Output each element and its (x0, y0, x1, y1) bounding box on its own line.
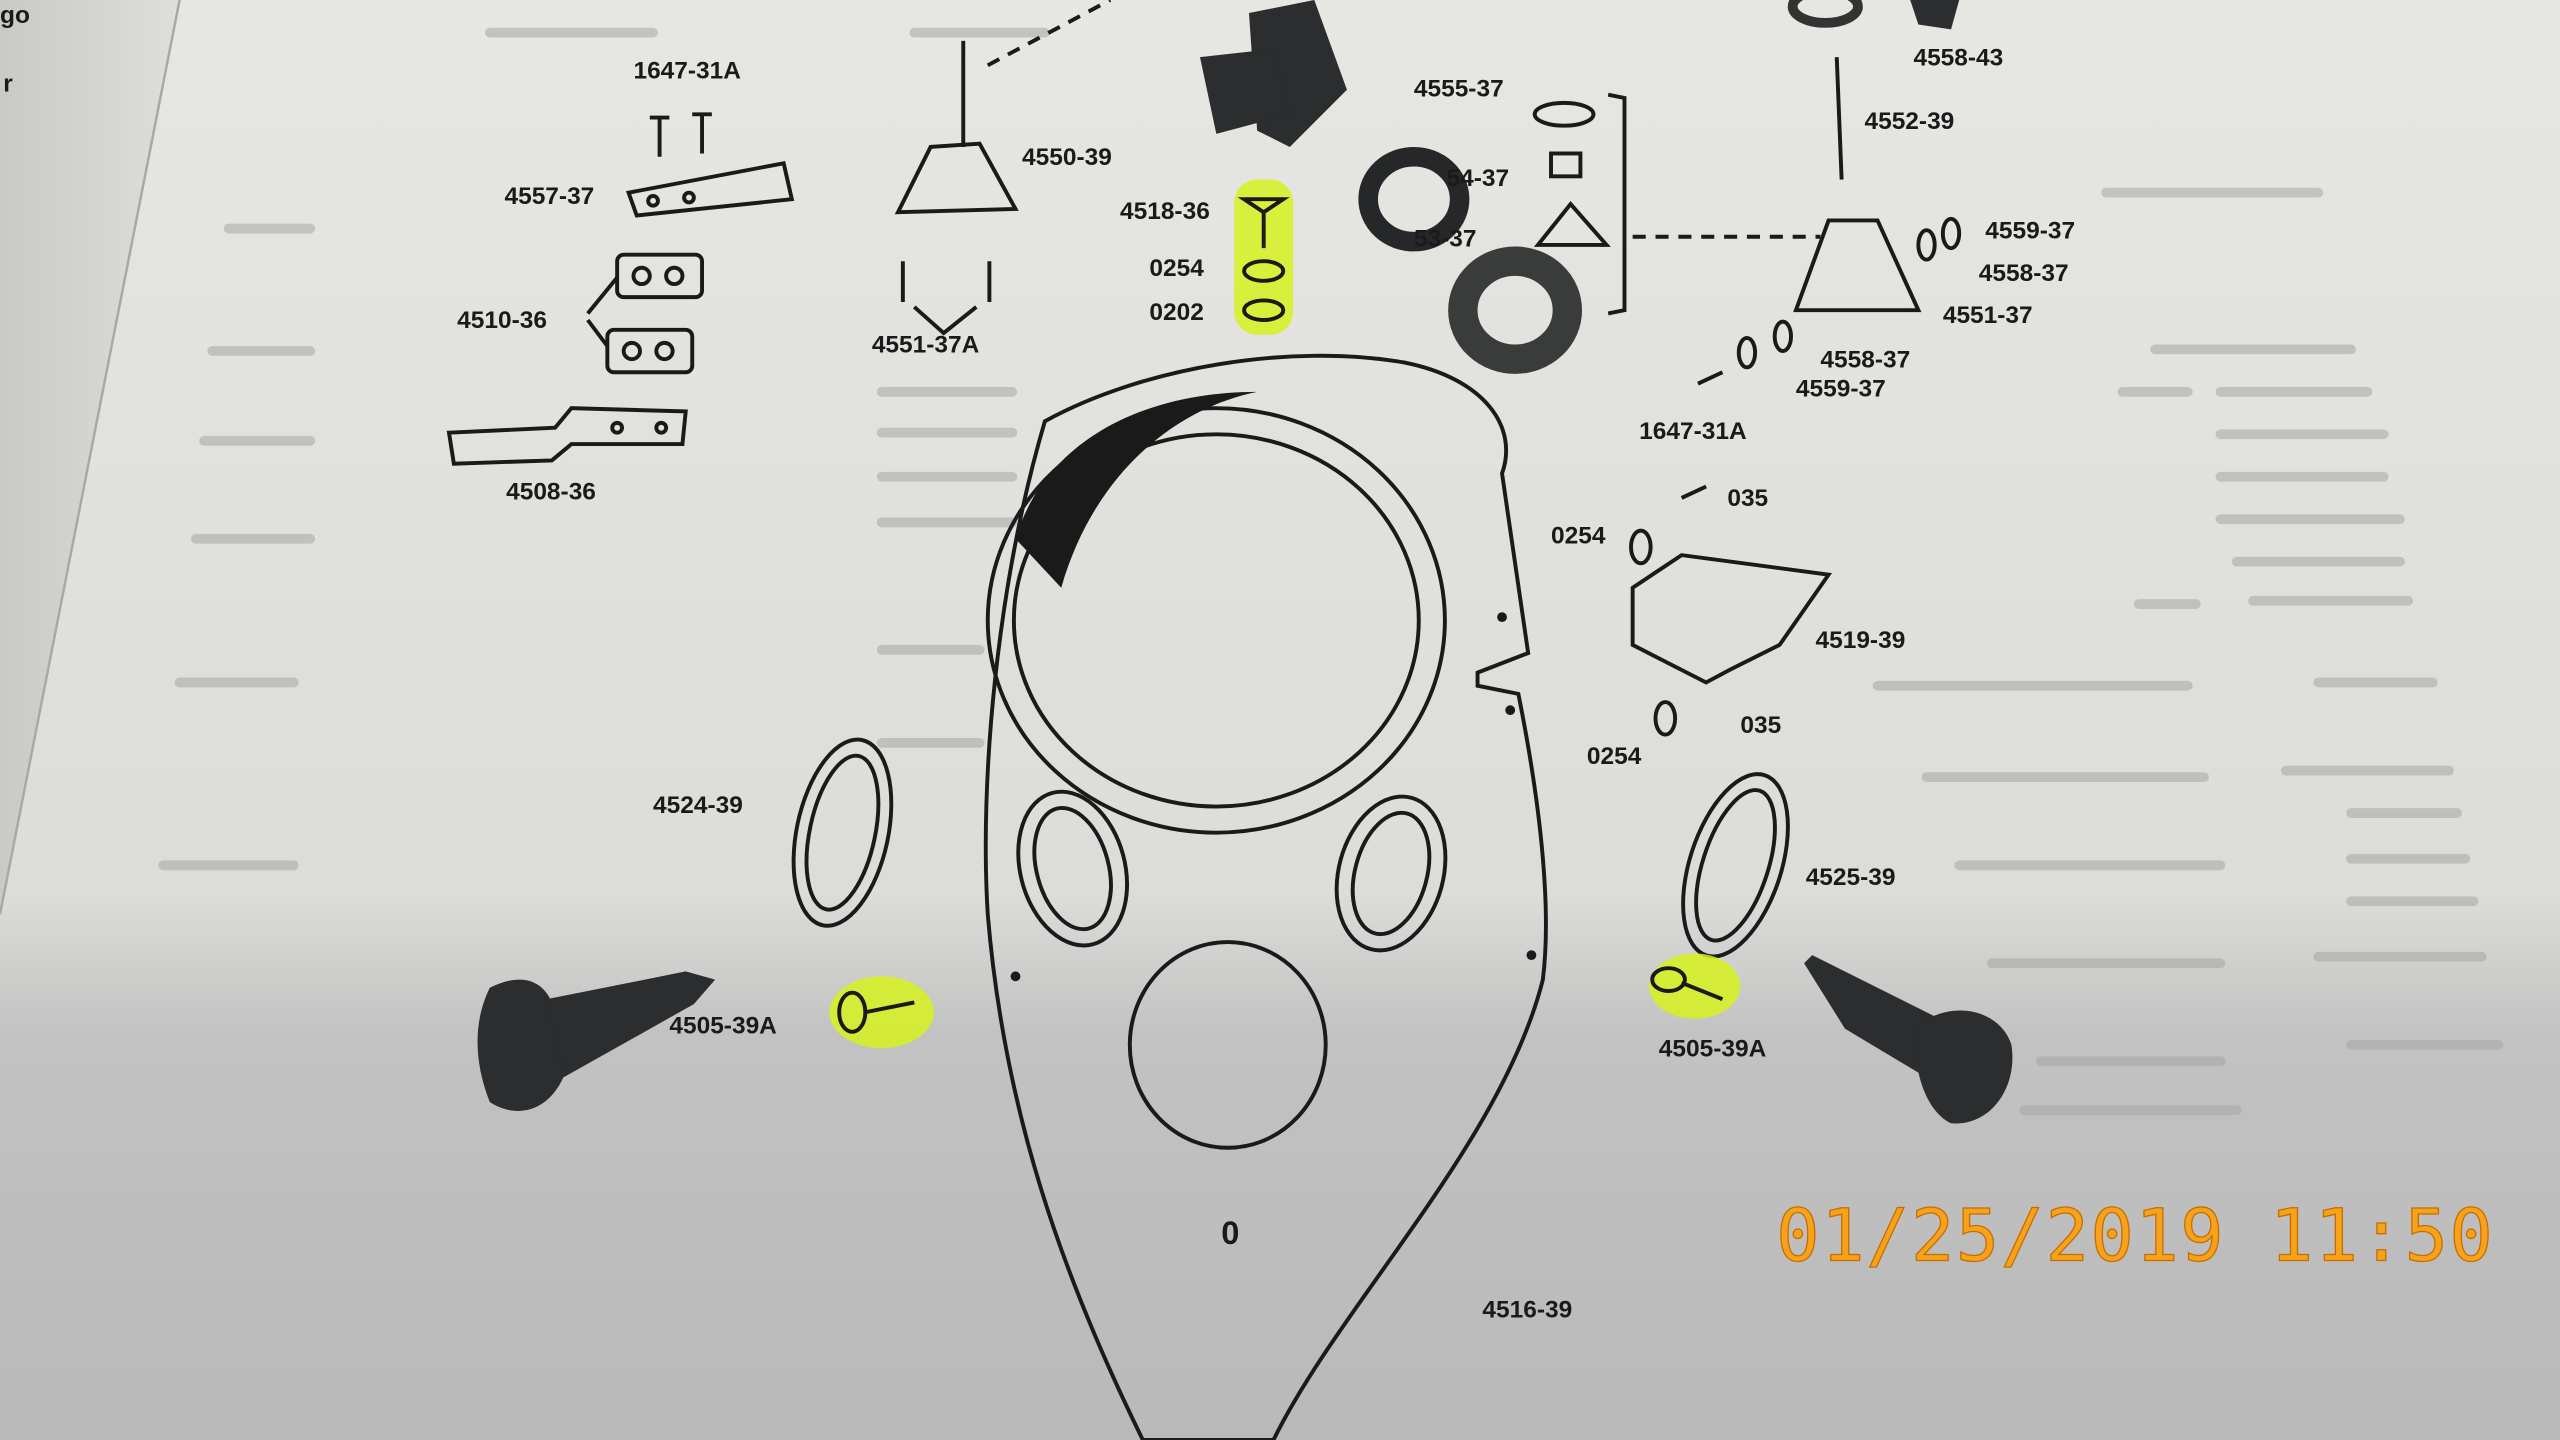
physical-lock-washer (1358, 146, 1470, 252)
physical-tapping-screw-right (1804, 955, 2013, 1124)
instrument-panel-housing-drawing (983, 353, 1548, 1440)
part-label: 4519-39 (1816, 627, 1906, 654)
physical-washer-top (1787, 0, 1960, 30)
part-label: 0 (1221, 1214, 1239, 1251)
part-label: 4550-39 (1022, 144, 1112, 171)
part-label: 1647-31A (633, 57, 741, 84)
part-label: 4551-37 (1943, 302, 2033, 329)
part-label: 4559-37 (1985, 217, 2075, 244)
part-label: 4505-39A (669, 1012, 777, 1039)
part-label: 4508-36 (506, 479, 596, 506)
part-label: 0254 (1551, 523, 1606, 550)
part-label: 4552-39 (1864, 108, 1954, 135)
part-label: 0254 (1149, 255, 1204, 282)
faint-parts-list (158, 27, 2503, 1116)
page-fold-line (0, 0, 181, 915)
part-label: 4510-36 (457, 307, 547, 334)
part-label: 1647-31A (1639, 418, 1747, 445)
part-label: 54-37 (1447, 165, 1510, 192)
part-labels: 1647-31A 4557-37 4510-36 4508-36 4550-39… (457, 44, 2075, 1323)
part-label: 035 (1740, 712, 1781, 739)
part-label: 4557-37 (504, 183, 594, 210)
photo-timestamp: 01/25/2019 11:50 (1776, 1193, 2494, 1277)
part-label: 0254 (1587, 743, 1642, 770)
part-label: 53-37 (1414, 226, 1477, 253)
part-label: 4559-37 (1796, 376, 1886, 403)
small-parts-drawings (446, 0, 1962, 959)
part-label: 4558-43 (1913, 44, 2003, 71)
part-label: 4558-37 (1979, 260, 2069, 287)
part-label: 4518-36 (1120, 198, 1210, 225)
part-label: 4551-37A (872, 332, 980, 359)
part-label: 4505-39A (1659, 1035, 1767, 1062)
physical-screw-square-head (1200, 0, 1347, 147)
physical-flat-washer (1448, 246, 1583, 374)
physical-tapping-screw-left (477, 971, 716, 1111)
part-label: 4555-37 (1414, 75, 1504, 102)
edge-text-r: r (3, 70, 13, 97)
edge-text-go: go (0, 2, 30, 29)
part-label: 035 (1727, 485, 1768, 512)
part-label: 4516-39 (1482, 1297, 1572, 1324)
part-label: 0202 (1149, 299, 1203, 326)
part-label: 4558-37 (1820, 346, 1910, 373)
part-label: 4524-39 (653, 792, 743, 819)
part-label: 4525-39 (1806, 864, 1896, 891)
highlighted-small-parts (837, 197, 1724, 1034)
